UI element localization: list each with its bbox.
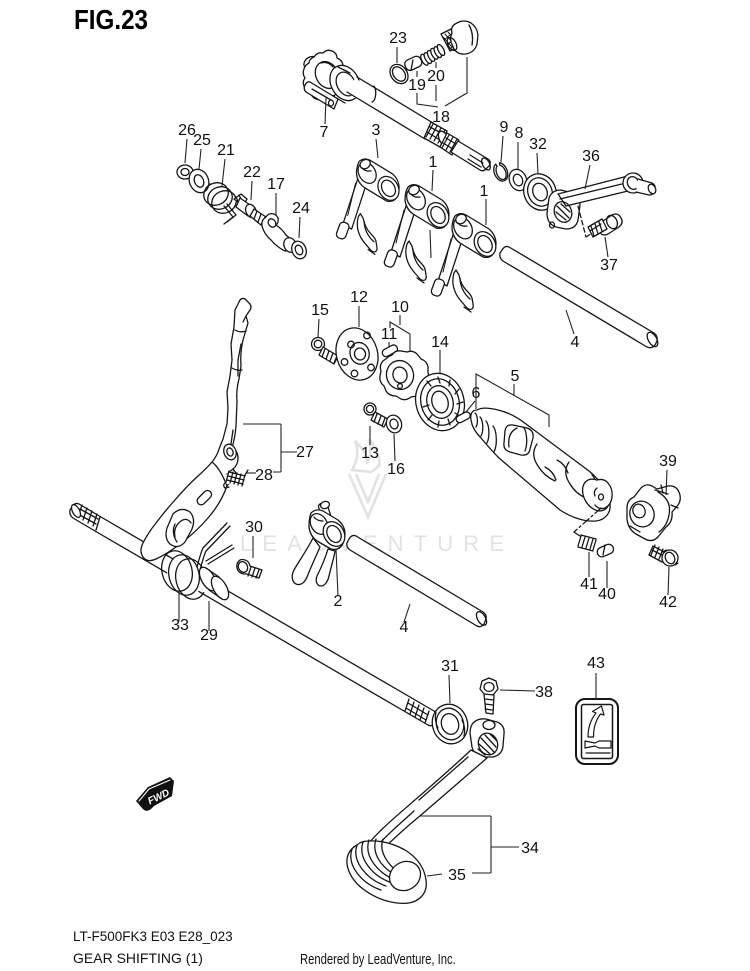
svg-text:2: 2 [334,593,343,610]
svg-text:32: 32 [529,136,547,153]
svg-text:1: 1 [480,183,489,200]
svg-text:15: 15 [311,302,329,319]
svg-text:14: 14 [431,334,449,351]
svg-text:43: 43 [587,655,605,672]
svg-text:36: 36 [582,148,600,165]
svg-text:12: 12 [350,289,368,306]
svg-text:16: 16 [387,461,405,478]
svg-text:41: 41 [580,576,598,593]
svg-text:7: 7 [320,124,329,141]
svg-text:39: 39 [659,453,677,470]
svg-text:38: 38 [535,684,553,701]
svg-text:21: 21 [217,142,235,159]
svg-text:5: 5 [511,368,520,385]
svg-text:4: 4 [400,619,409,636]
svg-text:28: 28 [255,467,273,484]
svg-text:9: 9 [500,119,509,136]
svg-text:25: 25 [193,132,211,149]
svg-text:40: 40 [598,586,616,603]
svg-text:3: 3 [372,122,381,139]
svg-text:18: 18 [432,109,450,126]
svg-text:19: 19 [408,77,426,94]
svg-text:17: 17 [267,176,285,193]
svg-text:10: 10 [391,299,409,316]
svg-text:4: 4 [571,334,580,351]
svg-text:37: 37 [600,257,618,274]
svg-text:FIG.23: FIG.23 [74,4,148,35]
svg-text:29: 29 [200,627,218,644]
svg-text:24: 24 [292,200,310,217]
svg-text:30: 30 [245,519,263,536]
svg-text:8: 8 [515,125,524,142]
svg-text:13: 13 [361,445,379,462]
svg-text:22: 22 [243,164,261,181]
svg-text:33: 33 [171,617,189,634]
svg-text:35: 35 [448,867,466,884]
svg-text:1: 1 [429,154,438,171]
svg-text:26: 26 [178,122,196,139]
svg-text:34: 34 [521,840,539,857]
svg-text:20: 20 [427,68,445,85]
svg-text:6: 6 [472,385,481,402]
svg-text:31: 31 [441,658,459,675]
svg-text:42: 42 [659,594,677,611]
svg-text:27: 27 [296,444,314,461]
svg-text:11: 11 [381,326,398,343]
svg-text:23: 23 [389,30,407,47]
